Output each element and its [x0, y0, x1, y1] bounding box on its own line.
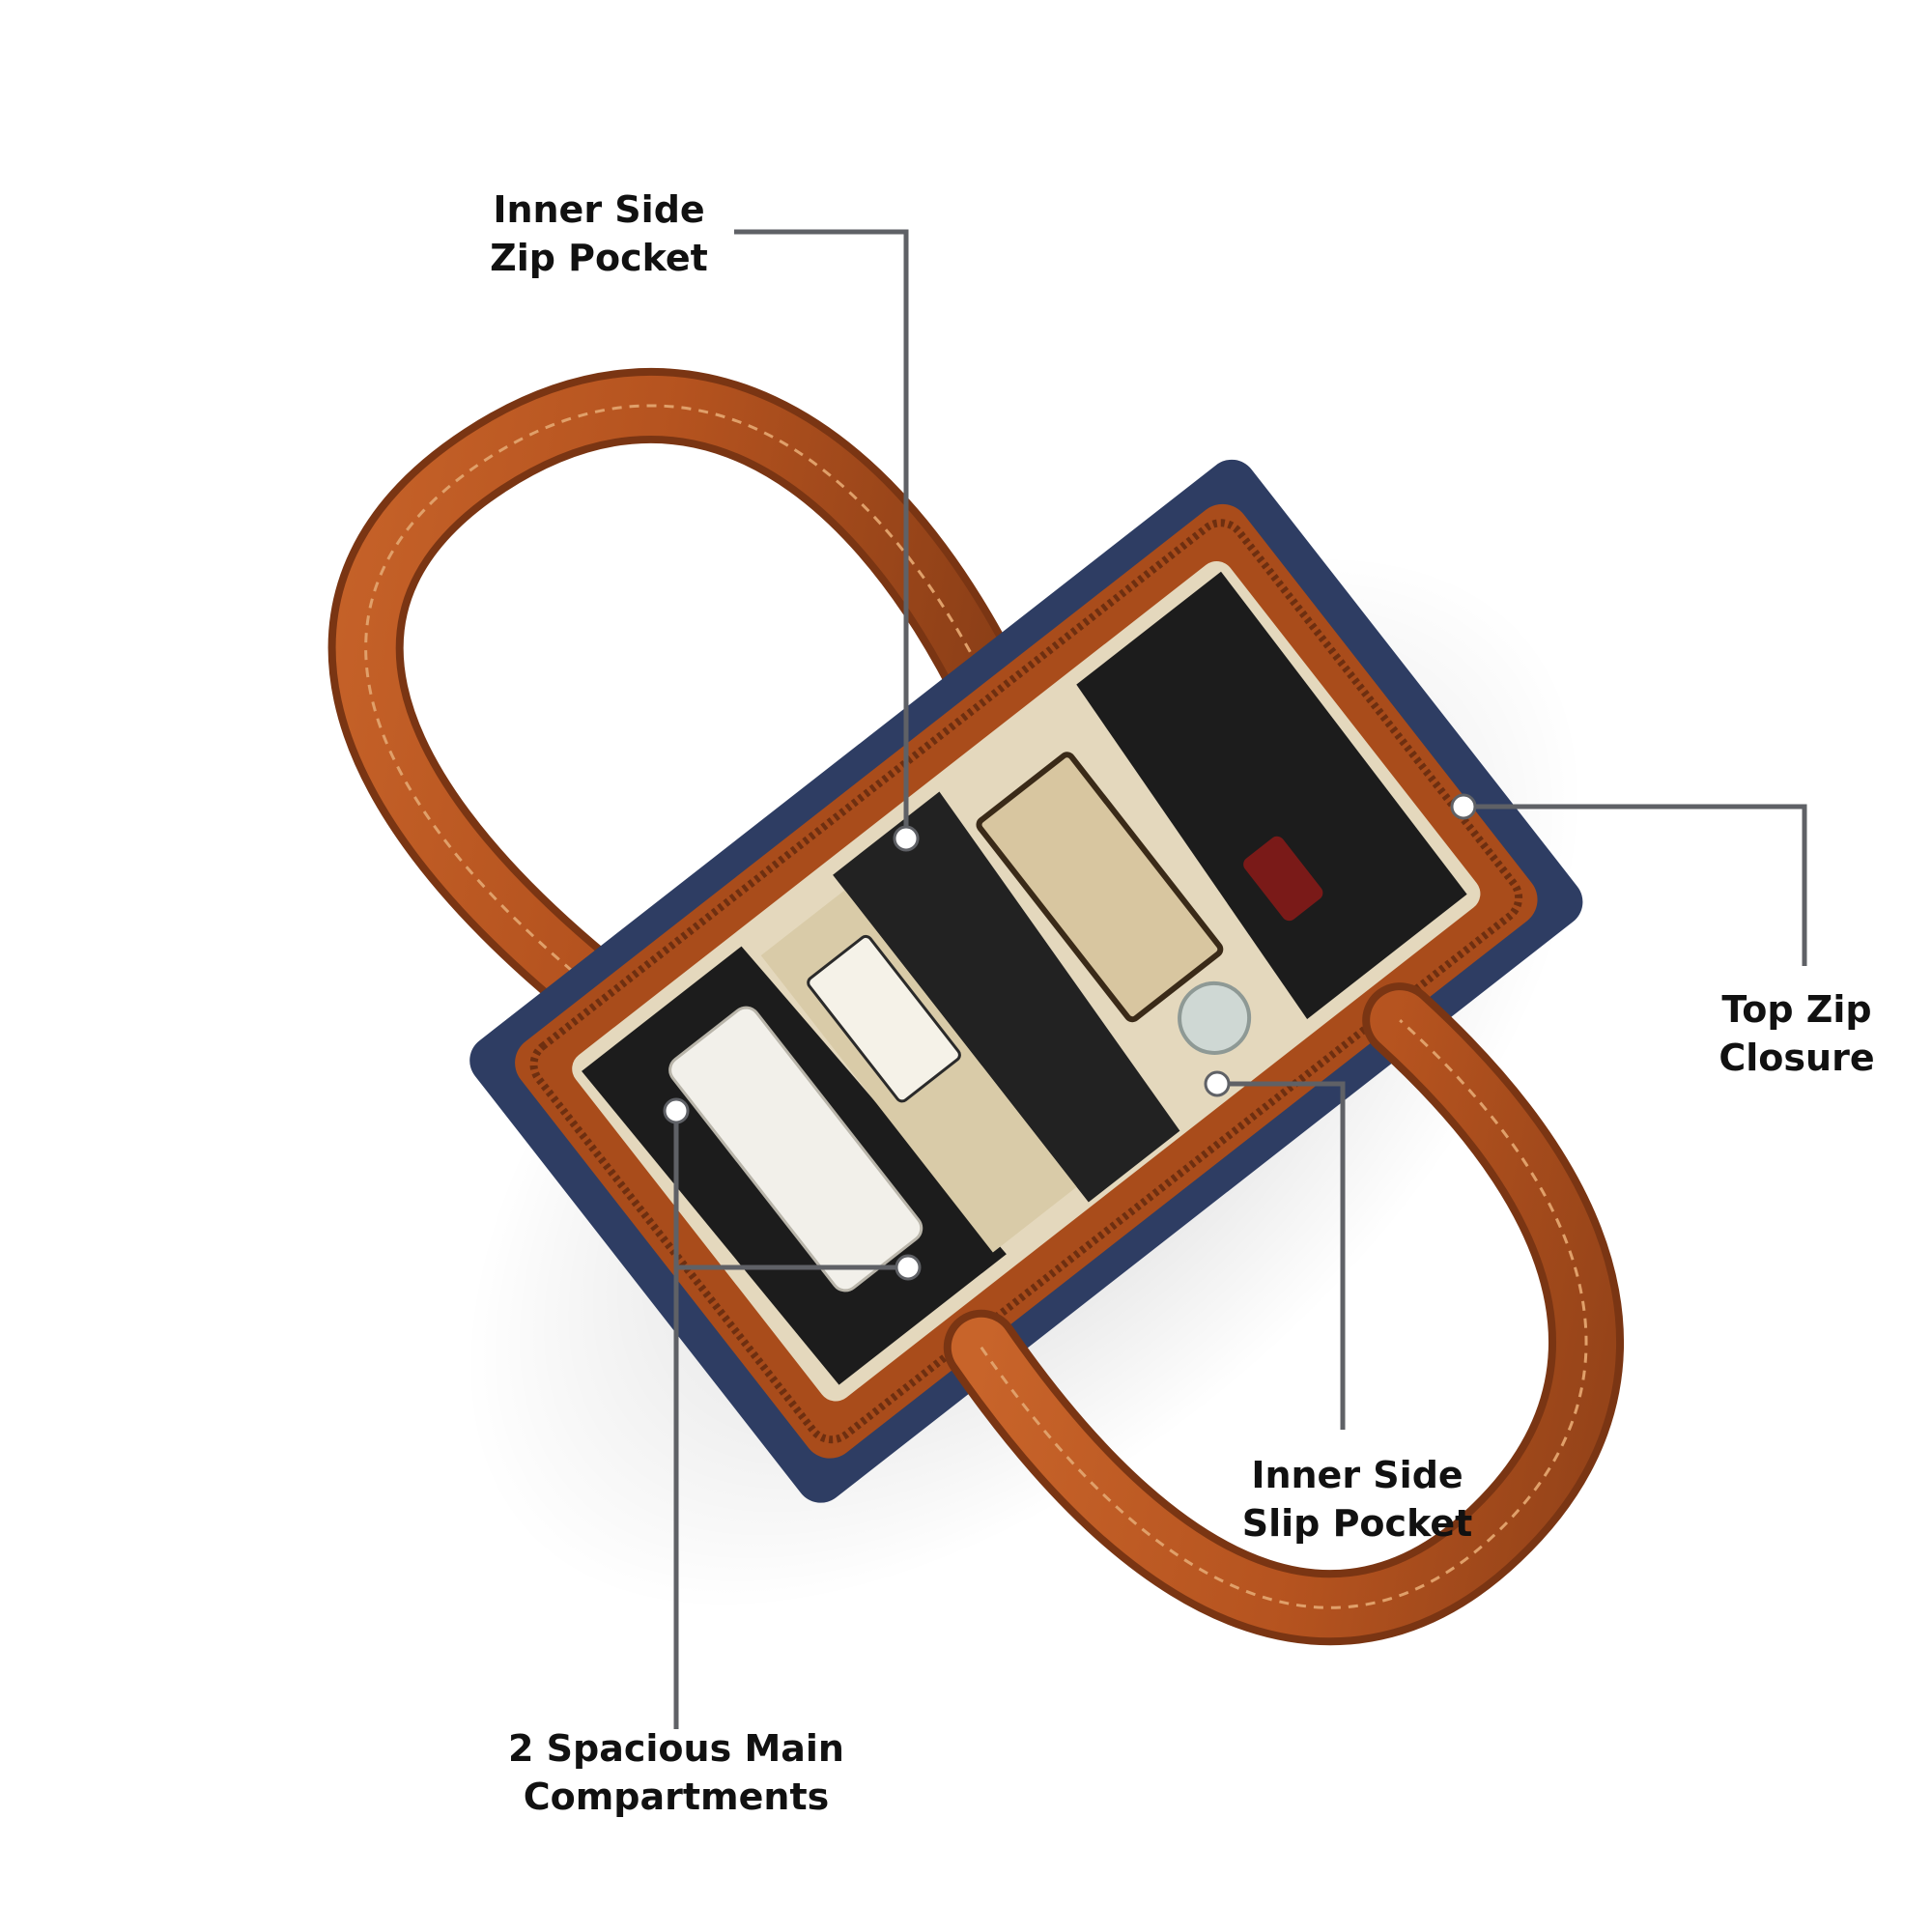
pouch: [668, 1006, 923, 1293]
dot-slip-pocket: [1204, 1070, 1231, 1097]
callout-line: Inner Side: [493, 188, 705, 231]
callout-main-compartments: 2 Spacious Main Compartments: [493, 1724, 860, 1821]
callout-line: Slip Pocket: [1241, 1502, 1473, 1545]
perfume-bottle: [1178, 980, 1252, 1055]
top-zipper-track: [529, 519, 1523, 1444]
compartment-divider: [833, 791, 1180, 1203]
leader-zip-pocket: [734, 229, 909, 838]
handle-bottom-stitch: [980, 1019, 1588, 1609]
callout-top-zip-closure: Top Zip Closure: [1686, 985, 1908, 1082]
lipstick: [1243, 836, 1323, 922]
callout-inner-slip-pocket: Inner Side Slip Pocket: [1212, 1451, 1502, 1548]
compartment-right: [1076, 571, 1467, 1020]
callout-line: 2 Spacious Main: [508, 1727, 844, 1770]
handbag: [327, 367, 1624, 1646]
star-wallet: [807, 934, 961, 1103]
notebook: [976, 752, 1224, 1023]
callout-line: Closure: [1719, 1037, 1875, 1079]
callout-inner-zip-pocket: Inner Side Zip Pocket: [454, 185, 744, 282]
leader-slip-pocket: [1217, 1081, 1346, 1430]
dot-top-zip: [1450, 793, 1477, 820]
leader-top-zip: [1463, 804, 1807, 966]
callout-line: Inner Side: [1251, 1454, 1463, 1496]
handle-top-stitch: [364, 404, 983, 983]
leader-lines: [673, 229, 1807, 1729]
dot-main-right: [895, 1254, 922, 1281]
leader-dots: [663, 793, 1477, 1281]
dot-zip-pocket: [893, 825, 920, 852]
callout-line: Top Zip: [1721, 988, 1872, 1031]
dot-main-left: [663, 1097, 690, 1124]
callout-line: Zip Pocket: [490, 237, 708, 279]
callout-line: Compartments: [523, 1776, 830, 1818]
